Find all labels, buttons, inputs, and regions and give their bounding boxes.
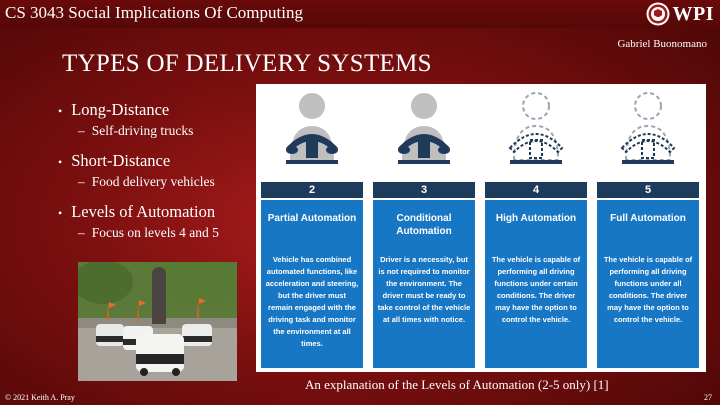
dash-icon: – bbox=[78, 225, 85, 240]
level-description: Driver is a necessity, but is not requir… bbox=[377, 255, 471, 324]
sub-bullet-text: Food delivery vehicles bbox=[91, 174, 215, 189]
level-number: 5 bbox=[597, 182, 699, 198]
sub-bullet-item: –Self-driving trucks bbox=[78, 123, 258, 139]
dash-icon: – bbox=[78, 174, 85, 189]
bullet-text: Short-Distance bbox=[71, 151, 171, 170]
level-description: The vehicle is capable of performing all… bbox=[603, 255, 693, 324]
course-title: CS 3043 Social Implications Of Computing bbox=[5, 3, 303, 22]
level-name: Partial Automation bbox=[267, 213, 357, 224]
delivery-robots-photo bbox=[78, 262, 237, 381]
driver-dashed-icon bbox=[620, 92, 676, 164]
bullet-dot-icon: • bbox=[58, 104, 63, 118]
figure-caption: An explanation of the Levels of Automati… bbox=[305, 377, 609, 392]
level-column-2: 2 Partial Automation Vehicle has combine… bbox=[261, 84, 363, 372]
driver-solid-icon bbox=[398, 93, 450, 164]
level-name: Full Automation bbox=[610, 213, 686, 224]
level-column-4: 4 High Automation The vehicle is capable… bbox=[485, 84, 587, 372]
logo-text: WPI bbox=[672, 2, 714, 25]
level-description: Vehicle has combined automated functions… bbox=[265, 255, 359, 348]
level-name: High Automation bbox=[495, 213, 577, 224]
level-column-5: 5 Full Automation The vehicle is capable… bbox=[597, 84, 699, 372]
presenter-name: Gabriel Buonomano bbox=[617, 38, 707, 50]
wpi-logo: WPI bbox=[646, 2, 715, 26]
bullet-text: Levels of Automation bbox=[71, 202, 216, 221]
dash-icon: – bbox=[78, 123, 85, 138]
level-card: High Automation The vehicle is capable o… bbox=[485, 200, 587, 368]
sub-bullet-text: Focus on levels 4 and 5 bbox=[91, 225, 219, 240]
level-card: Partial Automation Vehicle has combined … bbox=[261, 200, 363, 368]
level-number: 4 bbox=[485, 182, 587, 198]
slide-title: TYPES OF DELIVERY SYSTEMS bbox=[62, 50, 432, 77]
bullet-text: Long-Distance bbox=[71, 100, 170, 119]
wpi-seal-icon bbox=[646, 2, 669, 26]
level-card: Conditional Automation Driver is a neces… bbox=[373, 200, 475, 368]
level-number: 2 bbox=[261, 182, 363, 198]
level-name: Conditional Automation bbox=[396, 213, 452, 237]
level-description: The vehicle is capable of performing all… bbox=[491, 255, 581, 324]
driver-dashed-icon bbox=[508, 92, 564, 164]
bullet-item: • Long-Distance bbox=[58, 100, 258, 120]
top-bar: CS 3043 Social Implications Of Computing… bbox=[0, 0, 720, 28]
automation-levels-figure: 2 Partial Automation Vehicle has combine… bbox=[256, 84, 706, 372]
driver-solid-icon bbox=[286, 93, 338, 164]
level-number: 3 bbox=[373, 182, 475, 198]
copyright: © 2021 Keith A. Pray bbox=[5, 393, 75, 402]
level-card: Full Automation The vehicle is capable o… bbox=[597, 200, 699, 368]
bullet-list: •Long-Distance –Self-driving trucks •Sho… bbox=[58, 94, 258, 241]
page-number: 27 bbox=[704, 393, 712, 402]
level-column-3: 3 Conditional Automation Driver is a nec… bbox=[373, 84, 475, 372]
bullet-item: • Short-Distance bbox=[58, 151, 258, 171]
bullet-dot-icon: • bbox=[58, 155, 63, 169]
sub-bullet-item: –Food delivery vehicles bbox=[78, 174, 258, 190]
sub-bullet-item: –Focus on levels 4 and 5 bbox=[78, 225, 258, 241]
bullet-dot-icon: • bbox=[58, 206, 63, 220]
bullet-item: • Levels of Automation bbox=[58, 202, 258, 222]
sub-bullet-text: Self-driving trucks bbox=[91, 123, 194, 138]
